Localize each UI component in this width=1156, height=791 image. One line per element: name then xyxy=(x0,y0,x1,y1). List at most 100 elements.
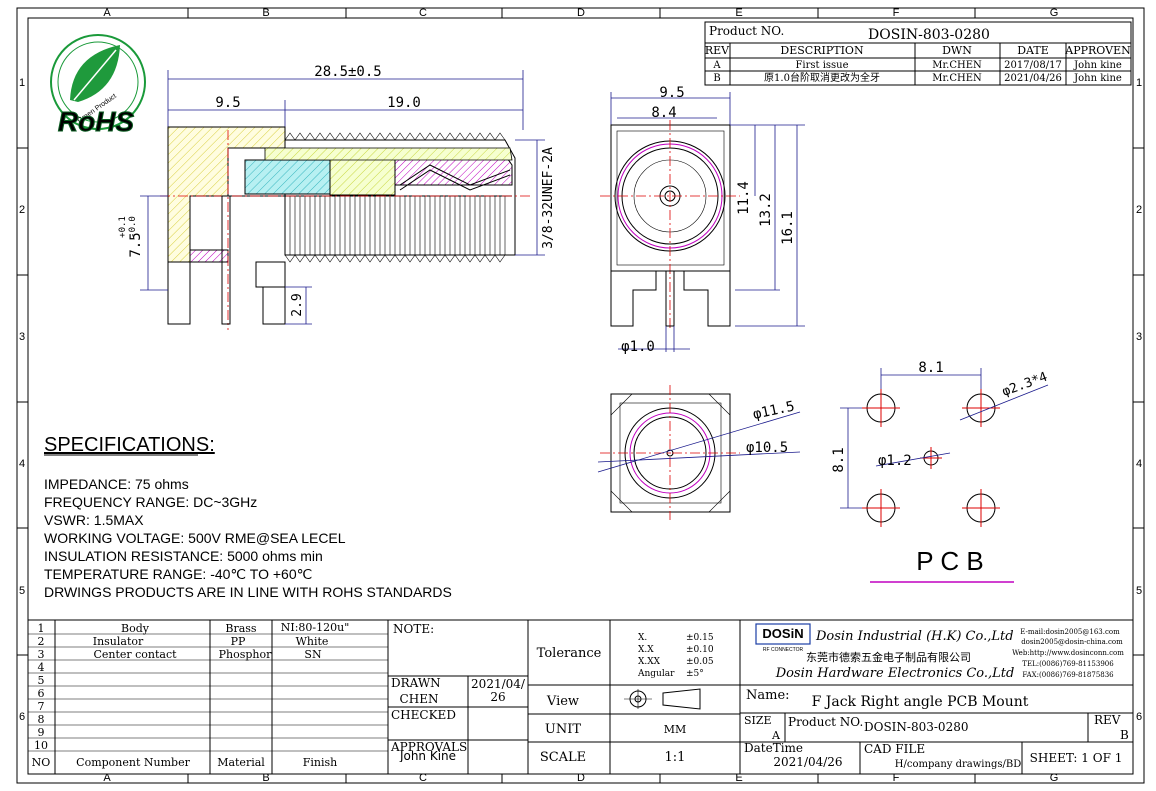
dim-front-h2: 13.2 xyxy=(758,193,774,227)
size-value: A xyxy=(771,729,781,742)
spec-frequency: FREQUENCY RANGE: DC~3GHz xyxy=(44,494,257,510)
spec-voltage: WORKING VOLTAGE: 500V RME@SEA LECEL xyxy=(44,530,346,546)
bom-footer-no: NO xyxy=(32,756,51,769)
note-label: NOTE: xyxy=(393,622,434,636)
rev-row-b-date: 2021/04/26 xyxy=(1004,73,1062,84)
rev-row-a-date: 2017/08/17 xyxy=(1004,60,1062,71)
rev-header-date: DATE xyxy=(1017,44,1049,57)
specifications: SPECIFICATIONS: IMPEDANCE: 75 ohms FREQU… xyxy=(44,434,452,600)
dim-front-h1: 11.4 xyxy=(736,181,752,215)
product-name: F Jack Right angle PCB Mount xyxy=(812,694,1029,710)
scale-value: 1:1 xyxy=(665,750,686,765)
col-label-f: F xyxy=(893,7,900,19)
dosin-logo xyxy=(755,623,811,645)
rev-row-a-desc: First issue xyxy=(795,60,848,71)
tol-angular-value: ±5° xyxy=(686,669,704,679)
sheet-number: SHEET: 1 OF 1 xyxy=(1030,751,1123,765)
rev-product-no-label: Product NO. xyxy=(709,24,784,38)
col-label-a: A xyxy=(103,7,111,19)
col-label-e: E xyxy=(735,7,742,19)
row-label-2-right: 2 xyxy=(1136,204,1142,216)
drawn-by: CHEN xyxy=(400,692,439,706)
rev-row-b-approver: John kine xyxy=(1073,73,1122,84)
row-label-4-right: 4 xyxy=(1136,458,1142,470)
pcb-label: P C B xyxy=(916,546,983,576)
tolerance-label: Tolerance xyxy=(537,646,602,661)
bom-footer-material: Material xyxy=(217,756,265,769)
pcb-center-dia: φ1.2 xyxy=(878,453,912,469)
title-block: 1 Body Brass NI:80-120u" 2 Insulator PP … xyxy=(27,619,1134,775)
pcb-hole-dia: φ2.3*4 xyxy=(1000,370,1049,400)
col-label-d: D xyxy=(577,7,585,19)
bom-no-6: 6 xyxy=(38,687,45,700)
row-label-5: 5 xyxy=(19,585,25,597)
rev-header-description: DESCRIPTION xyxy=(780,44,864,57)
col-label-a-bottom: A xyxy=(103,772,111,784)
spec-impedance: IMPEDANCE: 75 ohms xyxy=(44,476,189,492)
side-view: 28.5±0.5 9.5 19.0 7.5 +0.1 xyxy=(118,64,556,330)
contact-fax: FAX:(0086)769-81875836 xyxy=(1022,671,1114,679)
col-label-c-bottom: C xyxy=(419,772,427,784)
front-view: 9.5 8.4 11.4 13.2 16.1 φ1.0 xyxy=(600,85,805,355)
company-name-cn: 东莞市德索五金电子制品有限公司 xyxy=(806,650,971,664)
col-label-b-bottom: B xyxy=(262,772,269,784)
tol-x-label: X. xyxy=(638,633,647,643)
bom-name-2: Insulator xyxy=(93,635,144,648)
row-label-5-right: 5 xyxy=(1136,585,1142,597)
rohs-text: RoHS xyxy=(58,106,135,137)
bom-material-2: PP xyxy=(231,635,246,648)
tol-x-value: ±0.15 xyxy=(686,633,714,643)
approver-name: John Kine xyxy=(399,750,457,762)
contact-email-1: E-mail:dosin2005@163.com xyxy=(1020,628,1120,636)
view-label: View xyxy=(546,694,579,709)
specs-title: SPECIFICATIONS: xyxy=(44,434,215,456)
drawn-label: DRAWN xyxy=(391,676,441,690)
scale-label: SCALE xyxy=(540,750,586,765)
pcb-holes xyxy=(862,389,1000,527)
contact-tel: TEL:(0086)769-81153906 xyxy=(1022,660,1114,668)
dosin-brand: DOSiN xyxy=(762,626,803,641)
third-angle-projection-icon xyxy=(624,688,701,710)
bom-name-3: Center contact xyxy=(93,648,177,661)
unit-value: MM xyxy=(664,723,687,736)
dim-outer-diameter: φ11.5 xyxy=(752,398,797,422)
spec-insulation: INSULATION RESISTANCE: 5000 ohms min xyxy=(44,548,323,564)
bom-finish-2: White xyxy=(296,635,329,648)
size-label: SIZE xyxy=(744,714,772,727)
rev-header-dwn: DWN xyxy=(942,44,972,57)
dim-front-h3: 16.1 xyxy=(780,211,796,245)
dim-pin-diameter: φ1.0 xyxy=(621,339,655,355)
dim-front-inner: 8.4 xyxy=(651,105,676,121)
company-block: DOSiN RF CONNECTOR Dosin Industrial (H.K… xyxy=(740,623,1133,774)
rev-header-rev: REV xyxy=(705,44,730,57)
row-label-6: 6 xyxy=(19,711,25,723)
bom-no-1: 1 xyxy=(38,622,45,635)
spec-vswr: VSWR: 1.5MAX xyxy=(44,512,144,528)
spec-rohs: DRWINGS PRODUCTS ARE IN LINE WITH ROHS S… xyxy=(44,584,452,600)
datetime-value: 2021/04/26 xyxy=(773,755,842,769)
contact-web: Web:http://www.dosinconn.com xyxy=(1012,649,1124,657)
border-row-labels: 1 2 3 4 5 6 1 2 3 4 5 6 xyxy=(19,77,1142,723)
drawn-date: 2021/04/26 xyxy=(471,678,525,704)
border-column-labels: A B C D E F G A B C D E F G xyxy=(103,7,1058,784)
col-label-b: B xyxy=(262,7,269,19)
rev-product-no: DOSIN-803-0280 xyxy=(868,27,990,43)
checked-label: CHECKED xyxy=(391,708,456,722)
rev-row-a-dwn: Mr.CHEN xyxy=(932,60,982,71)
bom-no-5: 5 xyxy=(38,674,45,687)
row-label-3-right: 3 xyxy=(1136,331,1142,343)
rev-row-b-dwn: Mr.CHEN xyxy=(932,73,982,84)
dim-height-tol-lower: -0.0 xyxy=(128,216,138,238)
col-label-g: G xyxy=(1050,7,1059,19)
approvals-label: APPROVALS xyxy=(390,740,467,754)
bom-material-1: Brass xyxy=(225,622,257,635)
dim-overall-length: 28.5±0.5 xyxy=(314,64,381,80)
approval-block: NOTE: DRAWN CHEN 2021/04/26 CHECKED APPR… xyxy=(388,620,529,774)
rev-row-a-approver: John kine xyxy=(1073,60,1122,71)
rev-row-b-rev: B xyxy=(713,73,720,84)
tolerance-block: Tolerance X. ±0.15 X.X ±0.10 X.XX ±0.05 … xyxy=(528,620,741,774)
bom-no-2: 2 xyxy=(38,635,45,648)
col-label-d-bottom: D xyxy=(577,772,585,784)
unit-label: UNIT xyxy=(545,722,581,737)
